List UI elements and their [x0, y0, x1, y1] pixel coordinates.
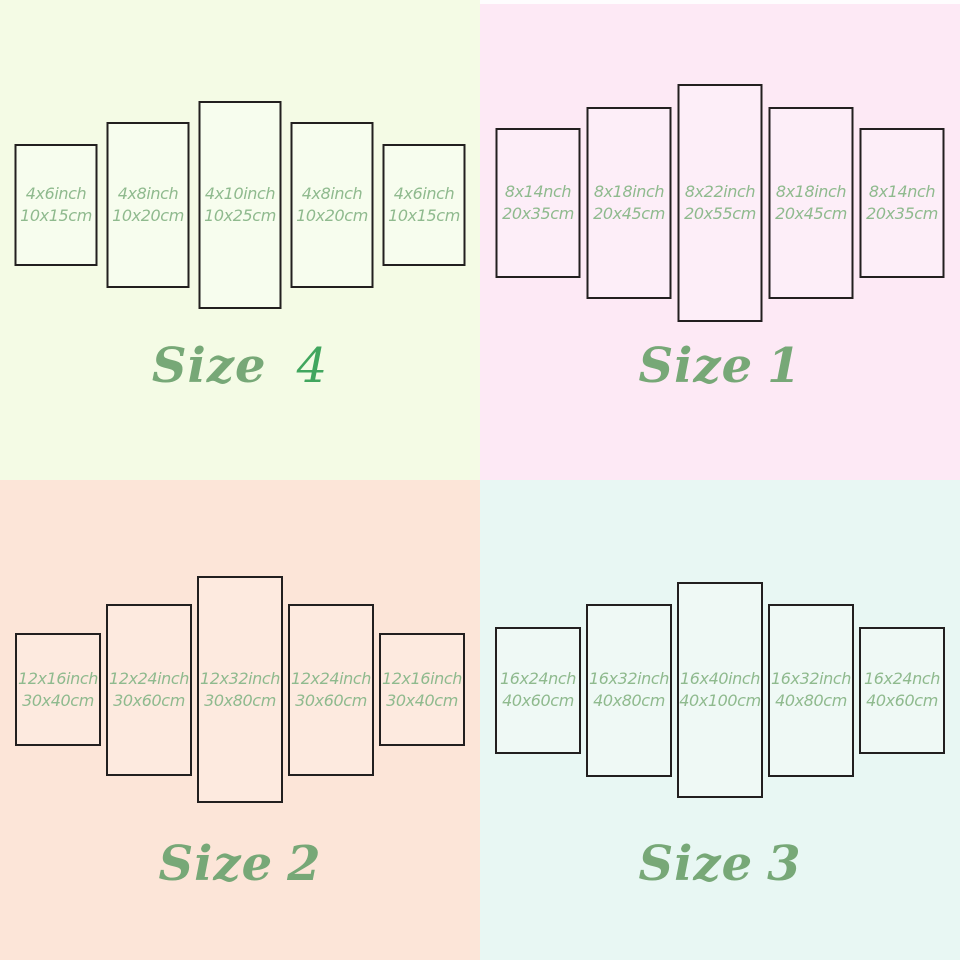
- quadrant-title-word: Size: [638, 836, 754, 892]
- panel-size-inch: 16x32inch: [770, 669, 852, 688]
- quadrant-title-word: Size: [158, 836, 274, 892]
- panel-rect: 16x24nch 40x60cm: [859, 626, 945, 754]
- quadrant-title-number: 1: [767, 338, 802, 394]
- panel-size-cm: 30x60cm: [113, 690, 185, 710]
- panel-arrangement: 16x24nch 40x60cm 16x32inch 40x80cm 16x40…: [495, 582, 945, 798]
- panel-size-inch: 12x24inch: [108, 668, 190, 688]
- panel-size-cm: 10x20cm: [112, 206, 184, 225]
- panel-size-inch: 8x14nch: [868, 182, 936, 201]
- panel-size-inch: 4x8inch: [301, 184, 363, 203]
- panel-rect: 12x24inch 30x60cm: [288, 603, 374, 776]
- quadrant-title: Size 4: [0, 340, 480, 392]
- panel-size-cm: 20x55cm: [684, 204, 756, 223]
- panel-size-inch: 4x6inch: [393, 184, 455, 203]
- quadrant-size-2: 12x16inch 30x40cm 12x24inch 30x60cm 12x3…: [0, 480, 480, 960]
- panel-rect: 8x18inch 20x45cm: [768, 107, 854, 299]
- quadrant-title-word: Size: [151, 338, 267, 394]
- panel-size-cm: 20x35cm: [866, 204, 938, 223]
- panel-rect: 12x32inch 30x80cm: [197, 576, 283, 803]
- panel-size-cm: 10x15cm: [388, 206, 460, 225]
- panel-size-cm: 40x80cm: [775, 691, 847, 710]
- panel-size-cm: 10x25cm: [204, 206, 276, 225]
- panel-rect: 4x8inch 10x20cm: [106, 122, 190, 288]
- panel-size-cm: 40x60cm: [866, 691, 938, 710]
- panel-rect: 16x32inch 40x80cm: [586, 603, 672, 777]
- quadrant-size-4: 4x6inch 10x15cm 4x8inch 10x20cm 4x10inch…: [0, 0, 480, 480]
- panel-size-inch: 8x14nch: [504, 182, 572, 201]
- panel-size-cm: 30x40cm: [386, 690, 458, 710]
- panel-size-inch: 12x32inch: [199, 668, 281, 688]
- panel-size-cm: 10x20cm: [296, 206, 368, 225]
- panel-size-cm: 20x45cm: [775, 204, 847, 223]
- panel-size-inch: 16x24nch: [499, 669, 577, 688]
- panel-size-cm: 20x35cm: [502, 204, 574, 223]
- quadrant-size-3: 16x24nch 40x60cm 16x32inch 40x80cm 16x40…: [480, 480, 960, 960]
- panel-rect: 8x18inch 20x45cm: [586, 107, 672, 299]
- panel-rect: 4x6inch 10x15cm: [14, 144, 98, 266]
- panel-size-cm: 20x45cm: [593, 204, 665, 223]
- panel-size-inch: 12x16inch: [381, 668, 463, 688]
- panel-arrangement: 8x14nch 20x35cm 8x18inch 20x45cm 8x22inc…: [495, 84, 945, 322]
- panel-size-inch: 8x18inch: [593, 182, 665, 201]
- panel-rect: 8x22inch 20x55cm: [677, 84, 763, 322]
- panel-rect: 16x32inch 40x80cm: [768, 603, 854, 777]
- panel-size-cm: 40x100cm: [679, 691, 761, 710]
- panel-rect: 12x24inch 30x60cm: [106, 603, 192, 776]
- panel-arrangement: 12x16inch 30x40cm 12x24inch 30x60cm 12x3…: [15, 576, 465, 803]
- panel-size-inch: 16x24nch: [863, 669, 941, 688]
- panel-size-cm: 10x15cm: [20, 206, 92, 225]
- panel-rect: 8x14nch 20x35cm: [495, 128, 581, 278]
- quadrant-title-number: 4: [296, 338, 329, 394]
- panel-rect: 16x24nch 40x60cm: [495, 626, 581, 754]
- panel-rect: 12x16inch 30x40cm: [379, 633, 465, 746]
- panel-rect: 8x14nch 20x35cm: [859, 128, 945, 278]
- panel-arrangement: 4x6inch 10x15cm 4x8inch 10x20cm 4x10inch…: [14, 101, 466, 309]
- quadrant-size-1: 8x14nch 20x35cm 8x18inch 20x45cm 8x22inc…: [480, 0, 960, 480]
- panel-rect: 12x16inch 30x40cm: [15, 633, 101, 746]
- quadrant-title-number: 2: [287, 836, 322, 892]
- quadrant-title-word: Size: [638, 338, 754, 394]
- panel-rect: 4x10inch 10x25cm: [198, 101, 282, 309]
- panel-size-cm: 30x60cm: [295, 690, 367, 710]
- panel-rect: 16x40inch 40x100cm: [677, 582, 763, 798]
- quadrant-title-number: 3: [767, 836, 802, 892]
- panel-size-inch: 4x6inch: [25, 184, 87, 203]
- panel-size-cm: 40x80cm: [593, 691, 665, 710]
- panel-size-inch: 12x16inch: [17, 668, 99, 688]
- panel-size-cm: 40x60cm: [502, 691, 574, 710]
- panel-rect: 4x8inch 10x20cm: [290, 122, 374, 288]
- panel-size-cm: 30x80cm: [204, 690, 276, 710]
- panel-size-inch: 8x18inch: [775, 182, 847, 201]
- panel-size-inch: 16x32inch: [588, 669, 670, 688]
- panel-size-inch: 4x10inch: [204, 184, 276, 203]
- panel-size-inch: 4x8inch: [117, 184, 179, 203]
- panel-size-inch: 16x40inch: [679, 669, 761, 688]
- panel-rect: 4x6inch 10x15cm: [382, 144, 466, 266]
- panel-size-inch: 12x24inch: [290, 668, 372, 688]
- panel-size-inch: 8x22inch: [684, 182, 756, 201]
- top-edge-strip: [480, 0, 960, 4]
- panel-size-cm: 30x40cm: [22, 690, 94, 710]
